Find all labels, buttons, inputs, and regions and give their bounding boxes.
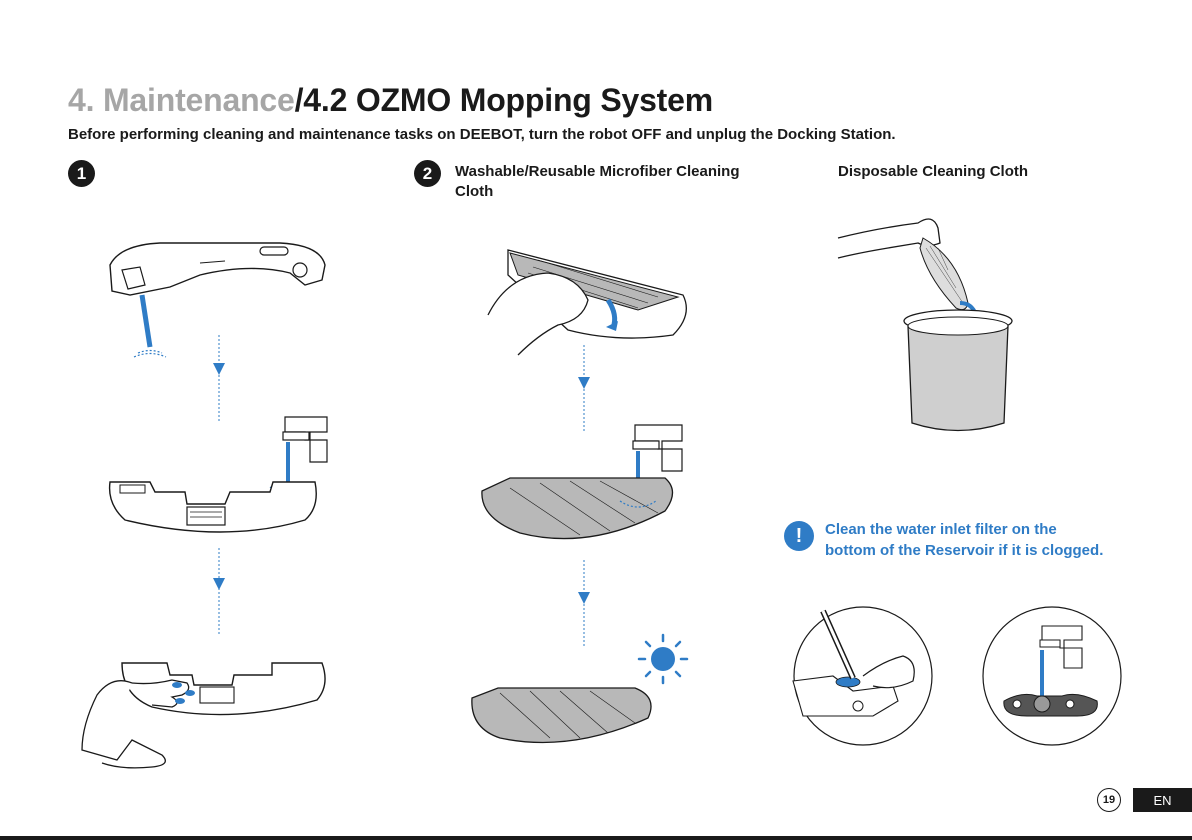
step-arrow-down xyxy=(577,560,591,650)
language-tab: EN xyxy=(1133,788,1192,812)
reservoir-wipe-illustration xyxy=(72,655,332,770)
page-number: 19 xyxy=(1097,788,1121,812)
cloth-drying-illustration xyxy=(470,683,660,748)
page-title: 4. Maintenance/4.2 OZMO Mopping System xyxy=(68,82,713,119)
note-line1: Clean the water inlet filter on the xyxy=(825,519,1145,540)
cloth-rinse-illustration xyxy=(480,423,690,548)
step-arrow-down xyxy=(577,345,591,435)
note-line2: bottom of the Reservoir if it is clogged… xyxy=(825,540,1145,561)
washable-cloth-heading: Washable/Reusable Microfiber Cleaning Cl… xyxy=(455,162,740,202)
step-2-badge: 2 xyxy=(414,160,441,187)
sun-icon xyxy=(637,633,689,685)
safety-instruction: Before performing cleaning and maintenan… xyxy=(68,126,896,143)
washable-cloth-heading-line1: Washable/Reusable Microfiber Cleaning xyxy=(455,162,740,182)
exclamation-icon: ! xyxy=(784,521,814,551)
water-filter-note: Clean the water inlet filter on the bott… xyxy=(825,519,1145,561)
filter-brush-illustration xyxy=(793,606,933,746)
disposable-cloth-heading: Disposable Cleaning Cloth xyxy=(838,162,1028,182)
washable-cloth-heading-line2: Cloth xyxy=(455,182,740,202)
title-breadcrumb: 4. Maintenance xyxy=(68,82,295,118)
disposable-cloth-bin-illustration xyxy=(838,208,1018,438)
filter-rinse-illustration xyxy=(982,606,1122,746)
title-section: /4.2 OZMO Mopping System xyxy=(295,82,713,118)
bottom-rule xyxy=(0,836,1192,840)
step-1-badge: 1 xyxy=(68,160,95,187)
reservoir-rinse-illustration xyxy=(105,412,335,547)
step-arrow-down xyxy=(212,548,226,638)
